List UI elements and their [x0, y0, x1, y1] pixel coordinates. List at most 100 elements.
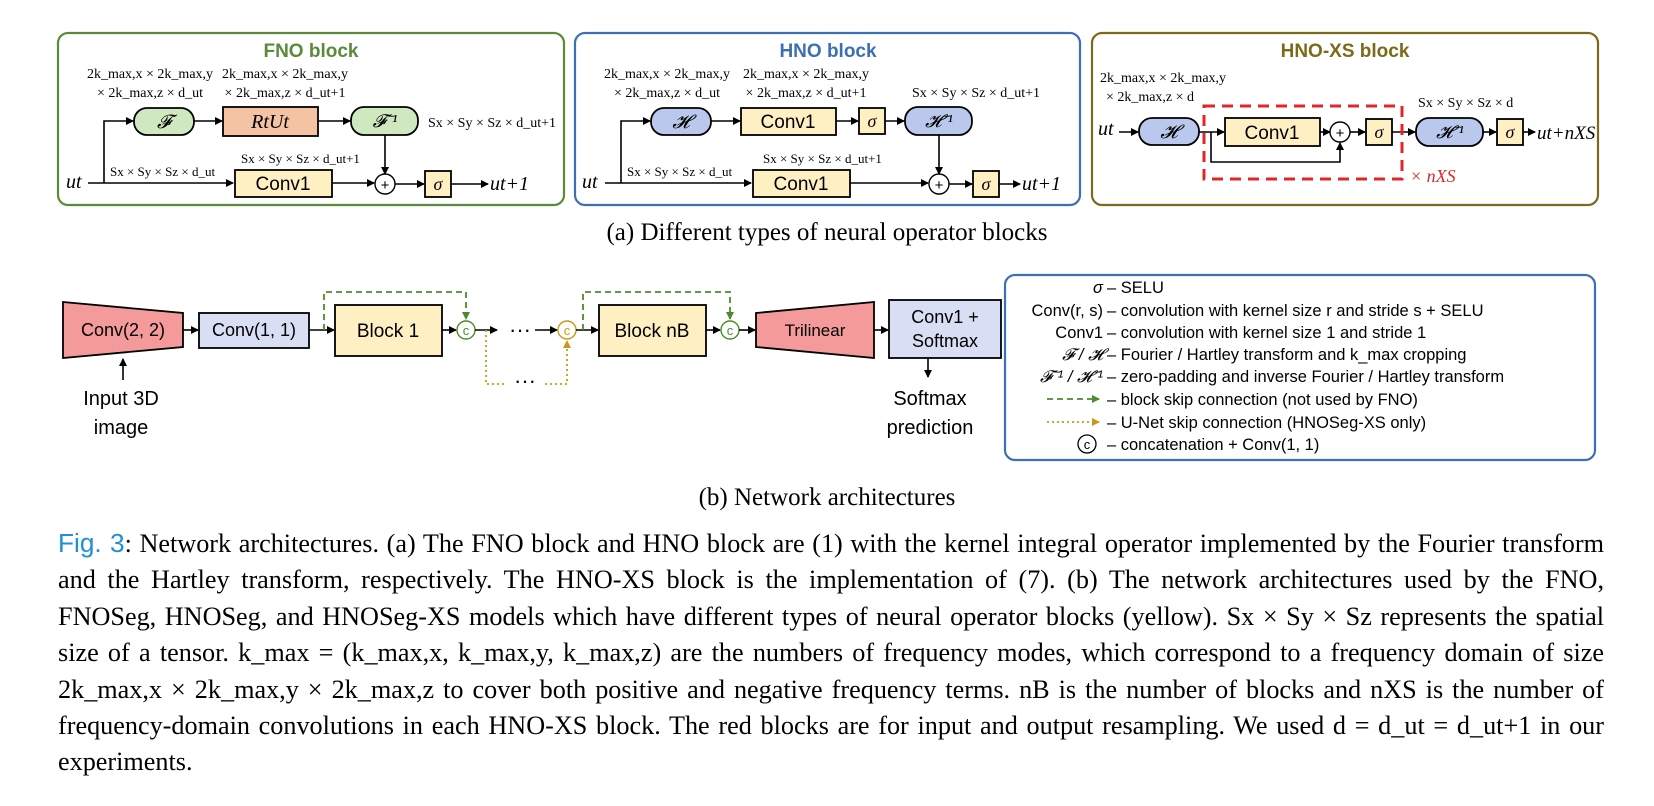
figure-label: Fig. 3 — [58, 528, 125, 558]
legend-text-conv1: – convolution with kernel size 1 and str… — [1107, 324, 1426, 342]
fno-conv1-label: Conv1 — [256, 174, 311, 195]
hno-sigma-top-label: σ — [868, 111, 878, 131]
conv22-node — [62, 301, 184, 359]
output-label-2: prediction — [887, 417, 974, 439]
input-label-2: image — [94, 417, 148, 439]
hnoxs-conv1-label: Conv1 — [1245, 123, 1300, 144]
panel-a-caption: (a) Different types of neural operator b… — [606, 219, 1047, 246]
legend-text-transform: – Fourier / Hartley transform and k_max … — [1107, 346, 1466, 364]
conv1-softmax-label-2: Softmax — [912, 331, 978, 351]
hno-block-title: HNO block — [779, 41, 877, 62]
legend-text-block-skip: – block skip connection (not used by FNO… — [1107, 391, 1418, 409]
hno-sigma-top-node — [858, 107, 886, 135]
hnoxs-repeat-region — [1202, 104, 1404, 181]
legend-key-conv-rs: Conv(r, s) — [1031, 302, 1103, 320]
legend-key-inverse: 𝓕⁻¹ / 𝓗⁻¹ — [1040, 368, 1104, 386]
conv1-softmax-label-1: Conv1 + — [911, 307, 979, 327]
legend-text-inverse: – zero-padding and inverse Fourier / Har… — [1107, 368, 1504, 386]
hnoxs-sigma-node — [1365, 118, 1393, 146]
panel-b-caption: (b) Network architectures — [699, 484, 956, 511]
hno-dims-mid-2: × 2k_max,z × d_ut+1 — [746, 86, 867, 101]
fno-block-title: FNO block — [263, 41, 358, 62]
hnoxs-sigma-out-label: σ — [1506, 122, 1516, 142]
block1-label: Block 1 — [357, 321, 419, 342]
unet-skip-connection — [485, 330, 506, 385]
legend-concat-swatch — [1077, 434, 1097, 454]
legend-key-concat: c — [1084, 437, 1091, 452]
hnoxs-dims-right: Sx × Sy × Sz × d — [1418, 96, 1513, 111]
legend: σ – SELU Conv(r, s) – convolution with k… — [1003, 273, 1597, 462]
hnoxs-conv1-node — [1224, 117, 1321, 147]
conv22-label: Conv(2, 2) — [81, 320, 165, 340]
fno-dims-right: Sx × Sy × Sz × d_ut+1 — [428, 116, 556, 131]
legend-key-transform: 𝓕 / 𝓗 — [1062, 346, 1110, 364]
hnoxs-sum-label: + — [1336, 125, 1345, 142]
legend-text-conv-rs: – convolution with kernel size r and str… — [1107, 302, 1483, 320]
hno-sum-label: + — [935, 177, 944, 194]
inverse-fourier-label: 𝓕⁻¹ — [373, 111, 398, 131]
conv1-softmax-node — [888, 299, 1002, 359]
hno-output-label: ut+1 — [1022, 173, 1061, 195]
hno-dims-bottom-left: Sx × Sy × Sz × d_ut — [627, 164, 732, 179]
trilinear-label: Trilinear — [785, 321, 846, 340]
legend-key-conv1: Conv1 — [1055, 324, 1103, 342]
network-architecture: Conv(2, 2) Input 3D image Conv(1, 1) Blo… — [62, 291, 1002, 439]
block1-node — [334, 304, 443, 357]
hnoxs-block-title: HNO-XS block — [1281, 41, 1410, 62]
trilinear-node — [755, 301, 875, 359]
conv11-label: Conv(1, 1) — [212, 320, 296, 340]
concat-label-3: c — [727, 323, 734, 338]
hno-sigma-label: σ — [982, 174, 992, 194]
hno-input-label: ut — [582, 171, 598, 193]
fno-dims-left-2: × 2k_max,z × d_ut — [97, 86, 203, 101]
concat-label-1: c — [463, 323, 470, 338]
hno-conv1-top-label: Conv1 — [761, 112, 816, 133]
hno-dims-left-2: × 2k_max,z × d_ut — [614, 86, 720, 101]
fno-output-label: ut+1 — [490, 173, 529, 195]
concat-label-2: c — [564, 323, 571, 338]
fno-conv1-node — [234, 169, 333, 198]
hnoxs-input-label: ut — [1098, 118, 1114, 140]
hnoxs-dims-left-1: 2k_max,x × 2k_max,y — [1100, 71, 1226, 86]
fno-sum-label: + — [381, 177, 390, 194]
block-skip-connection-1 — [323, 291, 470, 330]
rtut-label: RtUt — [250, 111, 289, 133]
legend-key-sigma: σ — [1093, 279, 1104, 297]
hnoxs-output-label: ut+nXS — [1537, 123, 1596, 144]
figure-caption-text: : Network architectures. (a) The FNO blo… — [58, 529, 1604, 777]
figure-caption: Fig. 3: Network architectures. (a) The F… — [58, 525, 1604, 781]
hno-dims-right: Sx × Sy × Sz × d_ut+1 — [912, 86, 1040, 101]
fno-dims-mid-2: × 2k_max,z × d_ut+1 — [225, 86, 346, 101]
rtut-node — [222, 106, 319, 137]
hno-dims-mid-1: 2k_max,x × 2k_max,y — [743, 67, 869, 82]
hnoxs-repeat-label: × nXS — [1410, 166, 1456, 186]
fno-dims-bottom-left: Sx × Sy × Sz × d_ut — [110, 164, 215, 179]
hno-dims-left-1: 2k_max,x × 2k_max,y — [604, 67, 730, 82]
input-label-1: Input 3D — [83, 388, 159, 410]
hnoxs-block-panel: HNO-XS block 2k_max,x × 2k_max,y × 2k_ma… — [1090, 31, 1600, 207]
blocknb-label: Block nB — [615, 321, 690, 342]
legend-text-concat: – concatenation + Conv(1, 1) — [1107, 436, 1319, 454]
figure-diagram: FNO block 2k_max,x × 2k_max,y × 2k_max,z… — [56, 31, 1600, 511]
fno-sigma-label: σ — [434, 174, 444, 194]
inverse-hartley-label: 𝓗⁻¹ — [925, 111, 953, 131]
fno-dims-mid-1: 2k_max,x × 2k_max,y — [222, 67, 348, 82]
hnoxs-dims-left-2: × 2k_max,z × d — [1106, 90, 1194, 105]
hno-conv1-label: Conv1 — [774, 174, 829, 195]
legend-text-sigma: – SELU — [1107, 279, 1164, 297]
hno-dims-bottom-mid: Sx × Sy × Sz × d_ut+1 — [763, 151, 882, 166]
fno-dims-bottom-mid: Sx × Sy × Sz × d_ut+1 — [241, 151, 360, 166]
fno-input-label: ut — [66, 171, 82, 193]
hnoxs-inverse-hartley-label: 𝓗⁻¹ — [1436, 122, 1464, 142]
fno-dims-left-1: 2k_max,x × 2k_max,y — [87, 67, 213, 82]
hno-sigma-node — [972, 170, 1000, 198]
blocknb-node — [598, 304, 707, 357]
output-label-1: Softmax — [893, 388, 966, 410]
ellipsis-middle: ··· — [509, 317, 531, 342]
hno-block-panel: HNO block 2k_max,x × 2k_max,y × 2k_max,z… — [573, 31, 1082, 207]
ellipsis-unet: ··· — [514, 368, 536, 393]
hnoxs-sigma-label: σ — [1375, 122, 1385, 142]
block-skip-connection-2 — [582, 291, 734, 330]
hnoxs-sigma-out-node — [1496, 118, 1524, 146]
fno-block-panel: FNO block 2k_max,x × 2k_max,y × 2k_max,z… — [56, 31, 566, 207]
